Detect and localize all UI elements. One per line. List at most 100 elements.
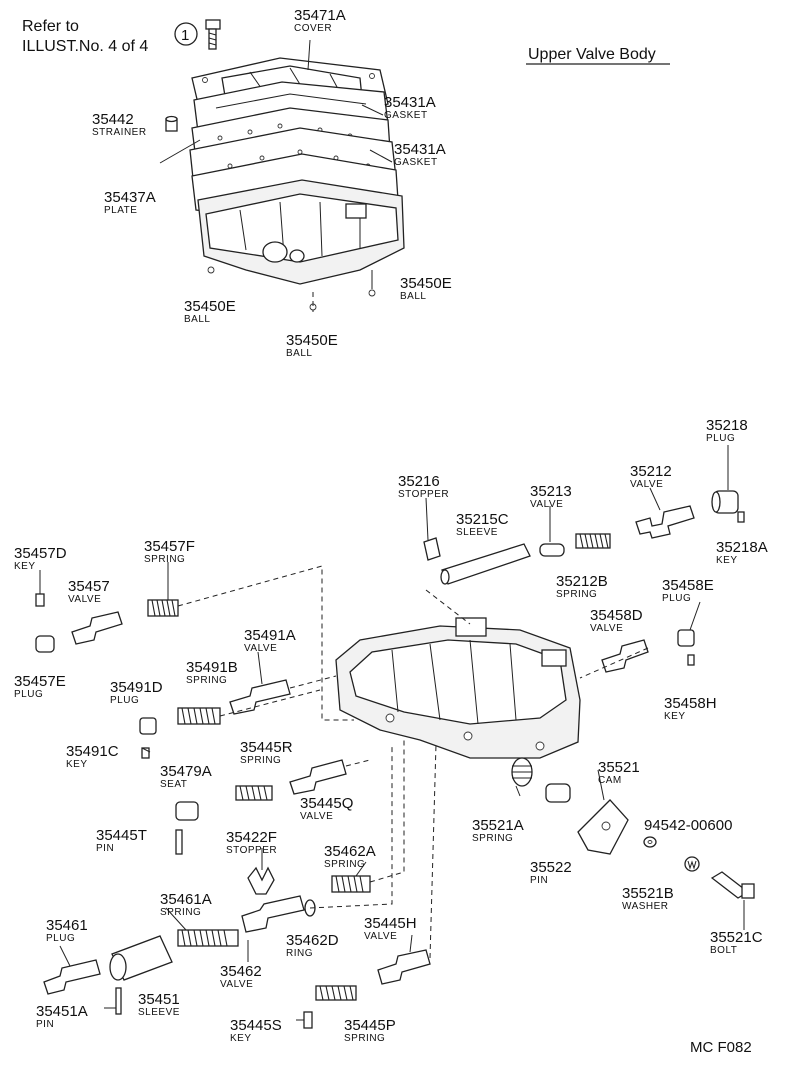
part-name: SPRING [144, 554, 185, 565]
part-name: GASKET [384, 110, 428, 121]
part-number: 35491D [110, 679, 163, 696]
part-name: CAM [598, 775, 622, 786]
sleeve-35215C-drawing [440, 543, 531, 585]
part-number: 35521B [622, 885, 674, 902]
valve-35213-drawing [539, 543, 565, 557]
part-name: SPRING [556, 589, 597, 600]
part-name: VALVE [68, 594, 101, 605]
bolt-reference-icon [205, 19, 221, 50]
refer-note-line2: ILLUST.No. 4 of 4 [22, 38, 148, 55]
part-name: PLATE [104, 205, 137, 216]
part-number: 35458E [662, 577, 714, 594]
part-name: VALVE [220, 979, 253, 990]
part-number: 35521 [598, 759, 640, 776]
part-name: SLEEVE [456, 527, 498, 538]
part-number: 35491A [244, 627, 296, 644]
part-number: 35462D [286, 932, 339, 949]
key-35445S-drawing [303, 1011, 313, 1029]
part-name: STRAINER [92, 127, 147, 138]
part-number: 35218A [716, 539, 768, 556]
spring-35521A-drawing [511, 757, 533, 797]
part-name: RING [286, 948, 313, 959]
ball-drawing [368, 289, 376, 297]
part-number: 35445P [344, 1017, 396, 1034]
spring-35445R-drawing [235, 785, 273, 801]
part-name: BALL [286, 348, 312, 359]
spring-35462A-drawing [331, 875, 371, 893]
valve-35457-drawing [71, 611, 123, 645]
key-35491C-drawing [141, 747, 150, 759]
valve-35462-drawing [241, 895, 305, 933]
part-name: PIN [36, 1019, 54, 1030]
part-number: 35451 [138, 991, 180, 1008]
part-number: 35457F [144, 538, 195, 555]
upper-valve-body-drawing [197, 179, 405, 285]
figure-code: MC F082 [690, 1039, 752, 1056]
part-name: BALL [184, 314, 210, 325]
part-number: 35450E [400, 275, 452, 292]
part-number: 35422F [226, 829, 277, 846]
part-number: 35218 [706, 417, 748, 434]
strainer-drawing [165, 115, 178, 132]
plug-35491D-drawing [139, 717, 157, 735]
part-number: 35450E [286, 332, 338, 349]
part-name: SPRING [186, 675, 227, 686]
part-name: PLUG [662, 593, 691, 604]
spring-35445P-drawing [315, 985, 357, 1001]
part-name: SPRING [160, 907, 201, 918]
part-number: 35491C [66, 743, 119, 760]
washer-35521B-drawing [643, 836, 657, 848]
part-name: PLUG [14, 689, 43, 700]
part-name: SPRING [240, 755, 281, 766]
part-number: 35450E [184, 298, 236, 315]
part-number: 35457D [14, 545, 67, 562]
part-number: 35479A [160, 763, 212, 780]
part-name: COVER [294, 23, 332, 34]
part-number: 35431A [394, 141, 446, 158]
part-name: KEY [716, 555, 738, 566]
cam-35521-drawing [577, 799, 629, 855]
part-name: PLUG [46, 933, 75, 944]
part-name: KEY [664, 711, 686, 722]
part-name: SEAT [160, 779, 187, 790]
spring-35461A-drawing [177, 929, 239, 947]
lower-valve-body-drawing [335, 617, 581, 759]
ball-drawing [207, 266, 215, 274]
part-name: VALVE [530, 499, 563, 510]
valve-35491A-drawing [229, 679, 291, 715]
plug-35461-drawing [43, 959, 101, 995]
part-number: 35461 [46, 917, 88, 934]
part-number: 35212B [556, 573, 608, 590]
part-name: GASKET [394, 157, 438, 168]
part-name: STOPPER [398, 489, 449, 500]
part-number: 35462 [220, 963, 262, 980]
